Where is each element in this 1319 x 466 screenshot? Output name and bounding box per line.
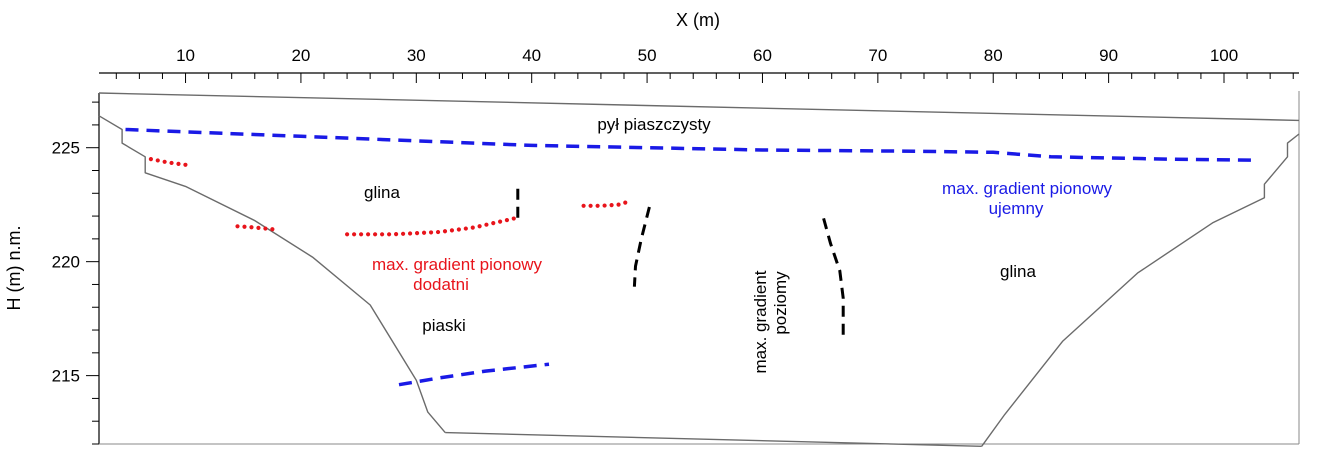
x-tick-label: 90	[1099, 46, 1118, 65]
boundary-surface-top	[98, 92, 1300, 122]
positive-vertical-gradient-line	[345, 216, 517, 237]
y-tick-label: 225	[52, 139, 80, 158]
negative-vertical-gradient-line	[125, 127, 1259, 162]
negative-vertical-gradient-line	[398, 362, 550, 387]
boundary-right-slope	[981, 133, 1300, 447]
annotation-horizontal-gradient-line2: poziomy	[771, 271, 790, 335]
x-axis-tick-labels: 10 20 30 40 50 60 70 80 90 100	[176, 46, 1238, 65]
annotation-negative-gradient-line1: max. gradient pionowy	[942, 179, 1113, 198]
x-tick-label: 30	[407, 46, 426, 65]
x-axis-title: X (m)	[676, 10, 720, 30]
layer-label-sandy-silt: pył piaszczysty	[597, 115, 711, 134]
y-tick-label: 220	[52, 253, 80, 272]
annotation-positive-gradient-line1: max. gradient pionowy	[372, 255, 543, 274]
positive-vertical-gradient-line	[581, 199, 632, 208]
annotation-horizontal-gradient-line1: max. gradient	[751, 270, 770, 373]
annotation-negative-gradient-line2: ujemny	[989, 199, 1044, 218]
gradient-lines	[125, 127, 1259, 387]
layer-label-clay-left: glina	[364, 183, 400, 202]
y-axis-title: H (m) n.m.	[4, 226, 24, 311]
boundary-bottom	[445, 431, 982, 447]
x-tick-label: 70	[868, 46, 887, 65]
x-tick-label: 10	[176, 46, 195, 65]
x-tick-label: 60	[753, 46, 772, 65]
layer-label-clay-right: glina	[1000, 262, 1036, 281]
plot-frame	[98, 72, 1300, 445]
horizontal-gradient-line	[822, 218, 845, 342]
annotation-positive-gradient-line2: dodatni	[413, 275, 469, 294]
x-axis-ticks	[115, 73, 1294, 83]
y-axis-tick-labels: 215 220 225	[52, 139, 80, 386]
x-tick-label: 40	[522, 46, 541, 65]
y-axis-ticks	[86, 101, 99, 445]
layer-label-sand: piaski	[422, 316, 465, 335]
x-tick-label: 50	[638, 46, 657, 65]
positive-vertical-gradient-line	[148, 157, 188, 167]
x-tick-label: 20	[291, 46, 310, 65]
x-tick-label: 80	[984, 46, 1003, 65]
layer-boundaries	[98, 92, 1300, 447]
x-tick-label: 100	[1210, 46, 1238, 65]
positive-vertical-gradient-line	[235, 224, 280, 232]
horizontal-gradient-line	[632, 206, 651, 287]
y-tick-label: 215	[52, 367, 80, 386]
boundary-left-slope	[98, 115, 446, 434]
